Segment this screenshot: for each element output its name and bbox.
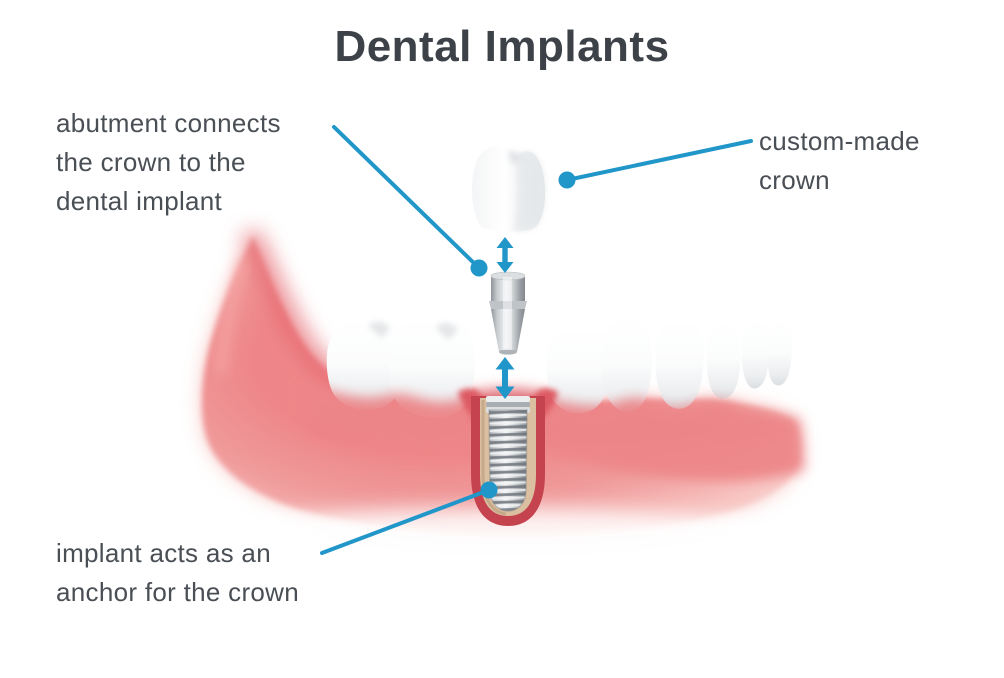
gum-bottom-fade [170,508,830,592]
leader-dot-abutment [470,259,488,277]
teeth-right-of-gap [546,316,793,414]
gum-margin-left [302,384,476,452]
gum-peak-highlight [216,257,248,375]
abutment-highlight [503,277,512,350]
leader-lines [320,125,753,555]
implant-callout-label: implant acts as an anchor for the crown [56,538,300,607]
implant-collar-ring [486,396,530,402]
molar-occlusal-shading [368,321,390,338]
crown-side-shading [514,151,545,232]
implant-collar-ring [486,402,530,407]
leader-dot-crown [558,171,576,189]
leader-line-implant [320,488,491,555]
gum-margin-right [542,396,804,481]
molar-occlusal-shading [436,322,458,340]
abutment-callout-label: abutment connects the crown to the denta… [56,108,281,216]
crown-cusp-shading [508,150,521,166]
socket-bone-inner-shadow [481,400,507,516]
canine-tooth [601,316,652,413]
leader-line-crown [565,139,753,182]
premolar-tooth [546,326,611,414]
page-title: Dental Implants [334,22,670,71]
double-arrow-icon [495,357,515,399]
incisor-tooth [741,318,770,389]
leader-dot-implant [480,481,498,499]
implant-screw-illustration [486,396,530,512]
abutment-bottom-face [499,349,517,355]
assembly-arrows [495,237,515,399]
abutment-illustration [489,271,527,355]
molar-tooth [326,317,404,410]
molar-tooth [388,316,475,418]
double-arrow-icon [496,237,514,273]
incisor-tooth [706,320,741,399]
premolar-tooth [655,319,704,409]
leader-line-abutment [332,125,481,270]
incisor-tooth [767,319,793,386]
crown-callout-label: custom-made crown [759,126,920,195]
teeth-left-of-gap [326,316,475,418]
crown-illustration [472,145,545,232]
